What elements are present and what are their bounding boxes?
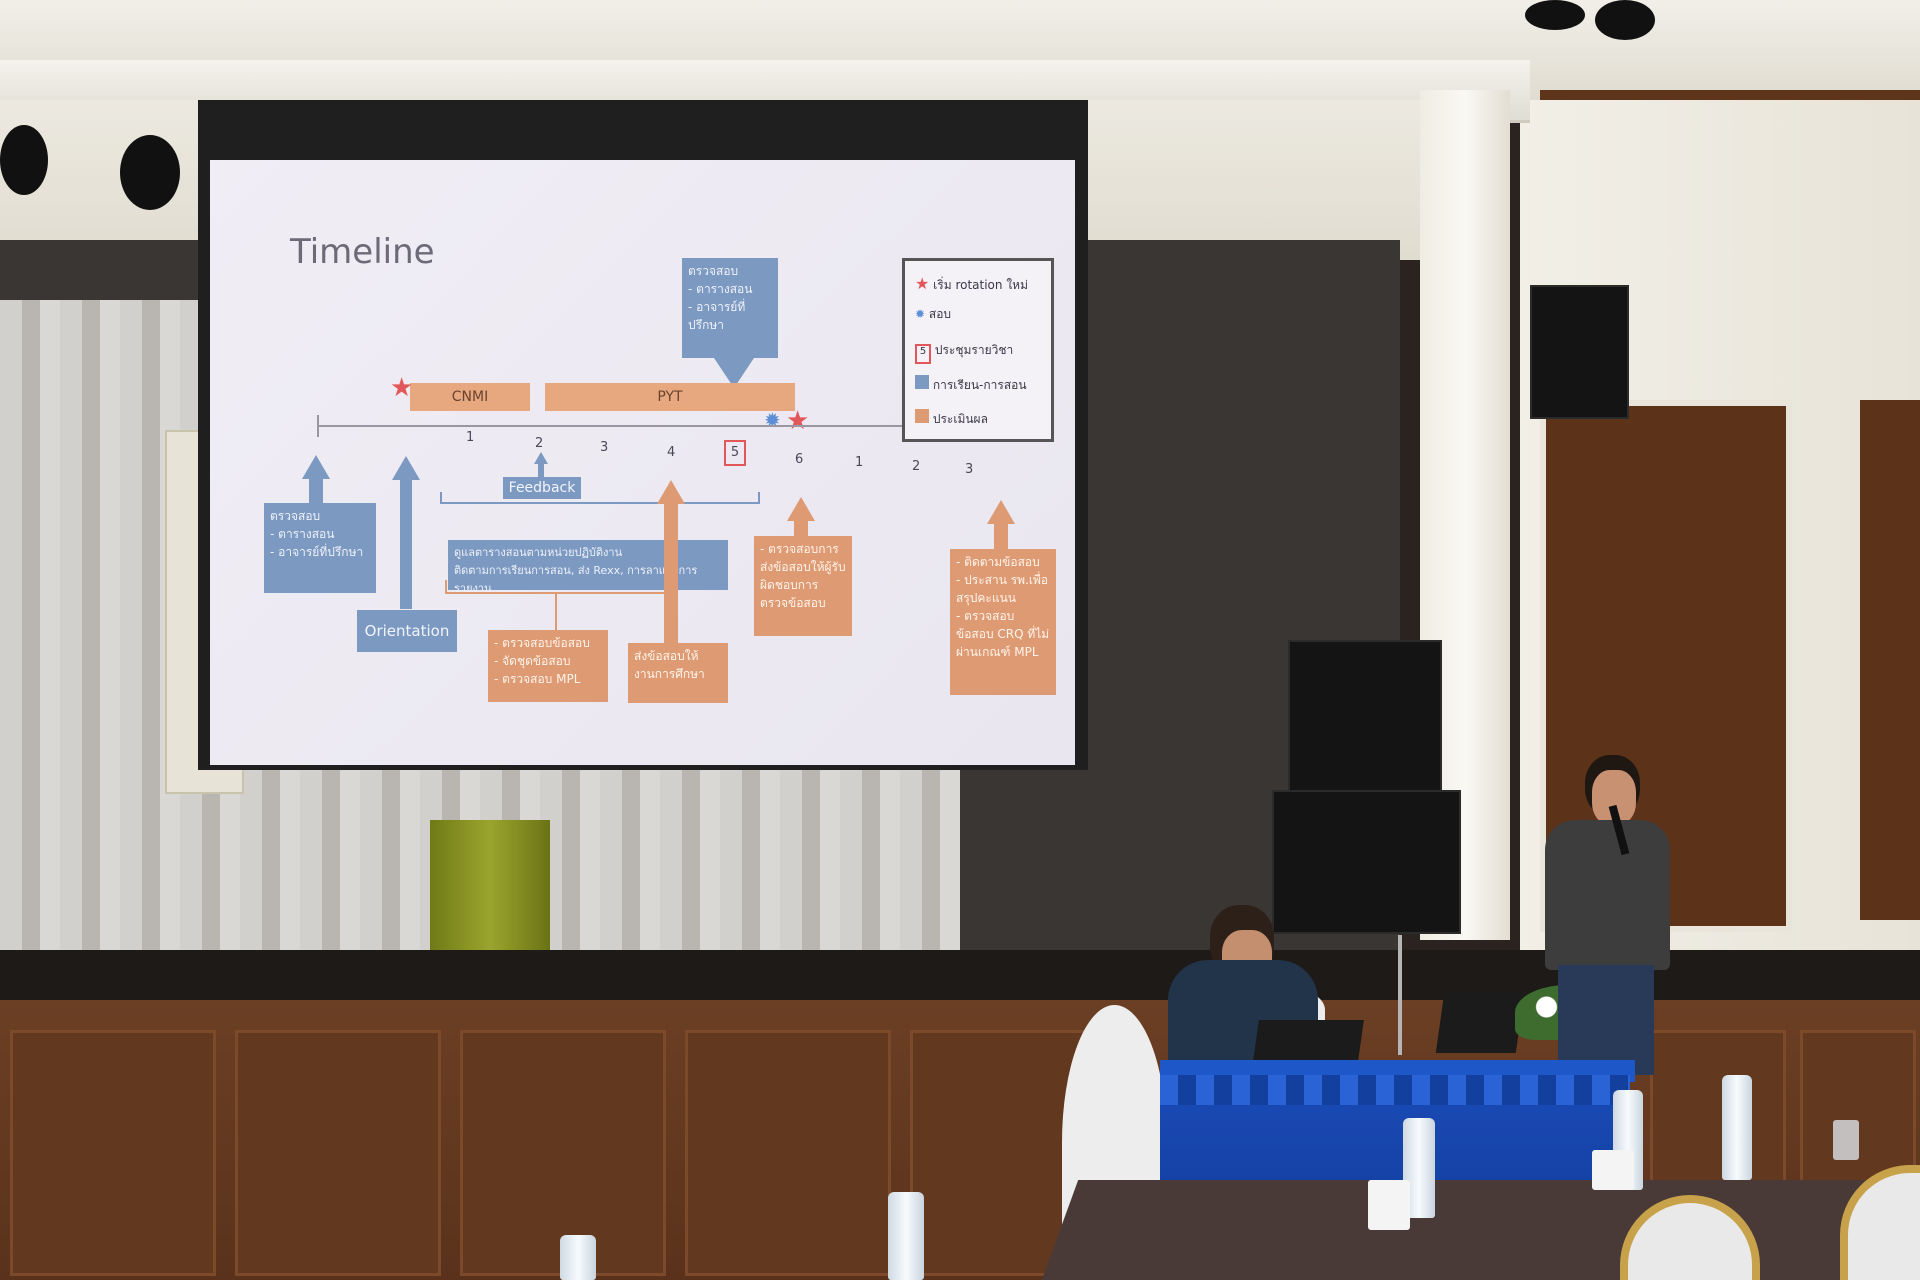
wood-panel (10, 1030, 216, 1276)
arrow-stem (538, 463, 544, 477)
bracket (445, 580, 670, 594)
legend-teaching: การเรียน-การสอน (915, 375, 1027, 395)
star-icon: ★ (915, 274, 930, 293)
water-bottle (1722, 1075, 1752, 1180)
wood-panel (235, 1030, 441, 1276)
mpl-box: - ตรวจสอบข้อสอบ - จัดชุดข้อสอบ - ตรวจสอบ… (488, 630, 608, 702)
meeting-tick-box: 5 (724, 440, 746, 466)
table-skirt-ruffle (1160, 1075, 1630, 1105)
wood-door-edge (1860, 400, 1920, 920)
legend-evaluation: ประเมินผล (915, 409, 988, 429)
tissue-box (1368, 1180, 1410, 1230)
orange-swatch-icon (915, 409, 929, 423)
laptop (1435, 993, 1525, 1053)
tick-label: 2 (912, 459, 921, 474)
tick-label: 1 (466, 430, 475, 445)
stage-light-icon (120, 135, 180, 210)
axis-start-tick (317, 415, 319, 437)
bracket (440, 492, 760, 504)
arrow-stem (400, 479, 412, 609)
stage-speaker (1272, 790, 1461, 934)
front-table (1041, 1180, 1920, 1280)
arrow-stem (664, 503, 678, 643)
meeting-number-icon: 5 (915, 344, 931, 364)
send-box: ส่งข้อสอบให้งานการศึกษา (628, 643, 728, 703)
slide-title: Timeline (290, 232, 435, 272)
bracket-stem (555, 594, 557, 630)
tick-label: 4 (667, 445, 676, 460)
arrow-stem (994, 523, 1008, 549)
check-box: - ตรวจสอบการส่งข้อสอบให้ผู้รับผิดชอบการต… (754, 536, 852, 636)
water-bottle (888, 1192, 924, 1280)
feedback-label: Feedback (503, 477, 581, 499)
arrow-up-icon (302, 455, 330, 479)
legend-meeting: 5 ประชุมรายวิชา (915, 341, 1013, 364)
legend-start: ★ เริ่ม rotation ใหม่ (915, 274, 1028, 293)
top-check-box: ตรวจสอบ - ตารางสอน - อาจารย์ที่ปรึกษา (682, 258, 778, 358)
arrow-up-icon (787, 497, 815, 521)
slide-legend: ★ เริ่ม rotation ใหม่ ✹ สอบ 5 ประชุมรายว… (902, 258, 1054, 442)
water-bottle (560, 1235, 596, 1280)
left-check-box: ตรวจสอบ - ตารางสอน - อาจารย์ที่ปรึกษา (264, 503, 376, 593)
exam-badge-icon: ✹ (915, 307, 926, 321)
arrow-up-icon (987, 500, 1015, 524)
arrow-up-icon (657, 480, 685, 504)
mic-stand (1398, 935, 1402, 1055)
orientation-label: Orientation (357, 610, 457, 652)
presenter-jeans (1558, 965, 1654, 1075)
middle-box: ดูแลตารางสอนตามหน่วยปฏิบัติงาน ติดตามการ… (448, 540, 728, 595)
stage-light-icon (0, 125, 48, 195)
legend-exam: ✹ สอบ (915, 307, 952, 321)
crq-box: - ติดตามข้อสอบ - ประสาน รพ.เพื่อสรุปคะแน… (950, 549, 1056, 695)
start-star-icon: ★ (390, 373, 414, 403)
cnmi-bar: CNMI (410, 383, 530, 411)
ceiling-light-icon (1595, 0, 1655, 40)
presenter-body (1545, 820, 1670, 970)
wood-panel (685, 1030, 891, 1276)
arrow-up-icon (392, 456, 420, 480)
tick-label: 2 (535, 436, 544, 451)
tissue-box (1592, 1150, 1634, 1190)
pyt-bar: PYT (545, 383, 795, 411)
arrow-stem (309, 478, 323, 503)
arrow-stem (794, 520, 808, 536)
ceiling-light-icon (1525, 0, 1585, 30)
exam-badge-icon: ✹ (764, 408, 781, 432)
timeline-axis (318, 425, 1023, 427)
stage-speaker (1288, 640, 1442, 794)
tick-label: 3 (600, 440, 609, 455)
start-star-icon: ★ (786, 406, 810, 436)
tick-label: 3 (965, 462, 974, 477)
blue-swatch-icon (915, 375, 929, 389)
tick-label: 1 (855, 455, 864, 470)
arrow-up-icon (534, 452, 548, 464)
glass (1833, 1120, 1859, 1160)
tick-label: 6 (795, 452, 804, 467)
wall-speaker (1530, 285, 1629, 419)
